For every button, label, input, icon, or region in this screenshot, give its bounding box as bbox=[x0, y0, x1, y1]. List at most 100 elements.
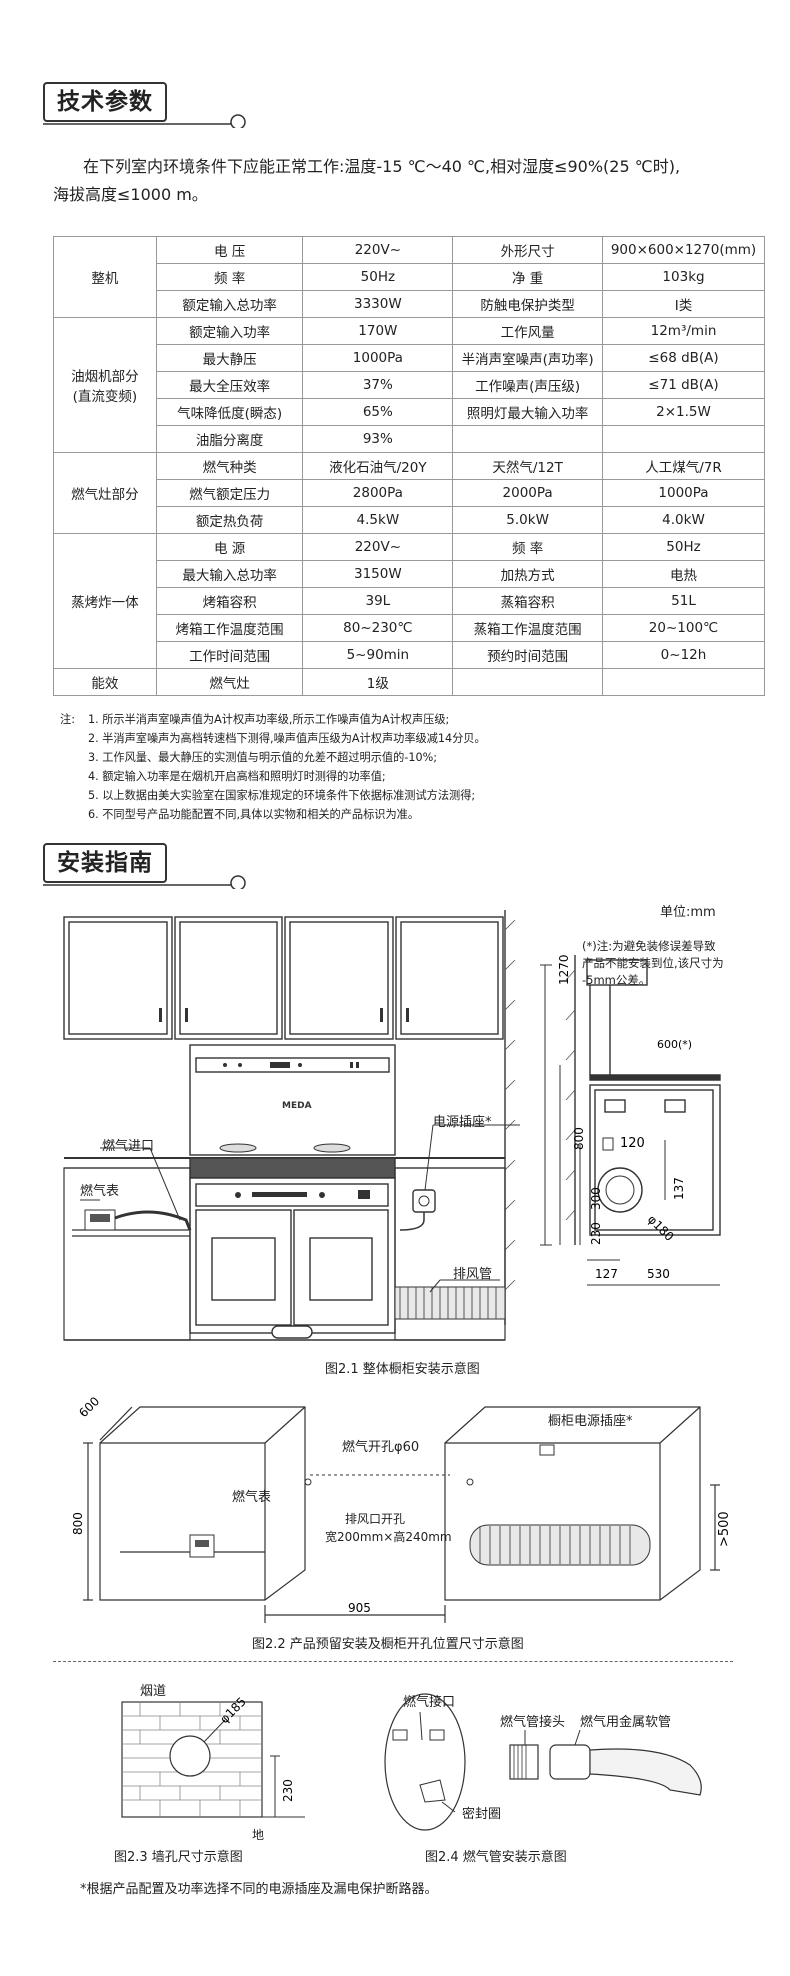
spec-cell: 气味降低度(瞬态) bbox=[155, 398, 304, 426]
figure-caption: 图2.1 整体橱柜安装示意图 bbox=[325, 1362, 480, 1377]
intro-paragraph: 在下列室内环境条件下应能正常工作:温度-15 ℃～40 ℃,相对湿度≤90%(2… bbox=[53, 153, 753, 209]
spec-cell: 2×1.5W bbox=[602, 398, 765, 426]
spec-cell: 2800Pa bbox=[302, 479, 454, 507]
spec-cell: 1000Pa bbox=[602, 479, 765, 507]
gas-port-label: 燃气接口 bbox=[403, 1695, 456, 1710]
spec-cell: 170W bbox=[302, 317, 454, 345]
dim-600: 600 bbox=[76, 1395, 102, 1420]
spec-cell: 电 源 bbox=[155, 533, 304, 561]
spec-cell: 频 率 bbox=[452, 533, 603, 561]
note-item: 5. 以上数据由美大实验室在国家标准规定的环境条件下依据标准测试方法测得; bbox=[88, 789, 476, 802]
dim-530: 530 bbox=[647, 1267, 670, 1281]
spec-cell: 4.5kW bbox=[302, 506, 454, 534]
spec-cell: 油脂分离度 bbox=[155, 425, 304, 453]
spec-group: 整机 bbox=[53, 236, 157, 318]
spec-cell: 蒸箱工作温度范围 bbox=[452, 614, 603, 642]
note-line: (*)注:为避免装修误差导致 bbox=[582, 939, 716, 953]
spec-cell: 天然气/12T bbox=[452, 452, 603, 480]
spec-cell: 电 压 bbox=[155, 236, 304, 264]
figure-caption: 图2.2 产品预留安装及橱柜开孔位置尺寸示意图 bbox=[252, 1637, 524, 1652]
dim-230: 230 bbox=[281, 1779, 295, 1802]
spec-cell: 净 重 bbox=[452, 263, 603, 291]
spec-cell: 93% bbox=[302, 425, 454, 453]
note-item: 3. 工作风量、最大静压的实测值与明示值的允差不超过明示值的-10%; bbox=[88, 751, 437, 764]
spec-cell: 4.0kW bbox=[602, 506, 765, 534]
spec-group: 能效 bbox=[53, 668, 157, 696]
section-title: 安装指南 bbox=[43, 843, 167, 883]
gas-meter-label: 燃气表 bbox=[80, 1184, 120, 1199]
spec-cell: 220V~ bbox=[302, 236, 454, 264]
spec-cell: 工作噪声(声压级) bbox=[452, 371, 603, 399]
exhaust-hole-label: 排风口开孔 bbox=[345, 1512, 406, 1526]
spec-cell: 2000Pa bbox=[452, 479, 603, 507]
spec-cell bbox=[452, 425, 603, 453]
group-label: 能效 bbox=[91, 676, 119, 692]
spec-cell: 加热方式 bbox=[452, 560, 603, 588]
spec-cell: 1000Pa bbox=[302, 344, 454, 372]
metal-hose-label: 燃气用金属软管 bbox=[580, 1715, 672, 1730]
heading-underline bbox=[43, 114, 246, 128]
spec-cell: 燃气种类 bbox=[155, 452, 304, 480]
spec-group: 燃气灶部分 bbox=[53, 452, 157, 534]
spec-cell: 防触电保护类型 bbox=[452, 290, 603, 318]
spec-cell: 蒸箱容积 bbox=[452, 587, 603, 615]
group-label: 整机 bbox=[91, 271, 119, 287]
dim-127: 127 bbox=[595, 1267, 618, 1281]
spec-cell: 5.0kW bbox=[452, 506, 603, 534]
note-line: -5mm公差。 bbox=[582, 973, 651, 987]
spec-cell: 3150W bbox=[302, 560, 454, 588]
section-heading-specs: 技术参数 bbox=[43, 82, 246, 128]
figure-caption: 图2.4 燃气管安装示意图 bbox=[425, 1850, 567, 1865]
dim-500: >500 bbox=[717, 1511, 732, 1547]
spec-cell: 烤箱容积 bbox=[155, 587, 304, 615]
spec-cell: Ⅰ类 bbox=[602, 290, 765, 318]
spec-cell: 燃气额定压力 bbox=[155, 479, 304, 507]
spec-cell: 5~90min bbox=[302, 641, 454, 669]
spec-cell: 3330W bbox=[302, 290, 454, 318]
section-heading-install: 安装指南 bbox=[43, 843, 246, 889]
unit-label: 单位:mm bbox=[660, 905, 716, 920]
dim-800: 800 bbox=[71, 1512, 85, 1535]
spec-cell bbox=[452, 668, 603, 696]
note-item: 6. 不同型号产品功能配置不同,具体以实物和相关的产品标识为准。 bbox=[88, 808, 420, 821]
spec-cell: 额定输入功率 bbox=[155, 317, 304, 345]
dim-300: 300 bbox=[589, 1187, 603, 1210]
divider bbox=[53, 1661, 733, 1662]
dim-905: 905 bbox=[348, 1601, 371, 1615]
flue-label: 烟道 bbox=[140, 1684, 167, 1699]
spec-cell: 工作时间范围 bbox=[155, 641, 304, 669]
spec-cell: 103kg bbox=[602, 263, 765, 291]
spec-cell: 烤箱工作温度范围 bbox=[155, 614, 304, 642]
spec-cell: 照明灯最大输入功率 bbox=[452, 398, 603, 426]
intro-line-1: 在下列室内环境条件下应能正常工作:温度-15 ℃～40 ℃,相对湿度≤90%(2… bbox=[83, 157, 681, 176]
gas-joint-label: 燃气管接头 bbox=[500, 1715, 566, 1730]
figure-caption: 图2.3 墙孔尺寸示意图 bbox=[114, 1850, 243, 1865]
spec-cell bbox=[602, 668, 765, 696]
dim-230: 230 bbox=[589, 1222, 603, 1245]
spec-cell: 80~230℃ bbox=[302, 614, 454, 642]
group-sublabel: (直流变频) bbox=[72, 389, 138, 405]
spec-cell: 900×600×1270(mm) bbox=[602, 236, 765, 264]
spec-cell: 燃气灶 bbox=[155, 668, 304, 696]
spec-cell: 0~12h bbox=[602, 641, 765, 669]
dim-800: 800 bbox=[572, 1127, 586, 1150]
dim-1270: 1270 bbox=[557, 954, 571, 985]
spec-cell: 65% bbox=[302, 398, 454, 426]
spec-cell: 电热 bbox=[602, 560, 765, 588]
note-item: 1. 所示半消声室噪声值为A计权声功率级,所示工作噪声值为A计权声压级; bbox=[88, 713, 450, 726]
note-item: 4. 额定输入功率是在烟机开启高档和照明灯时测得的功率值; bbox=[88, 770, 386, 783]
spec-cell bbox=[602, 425, 765, 453]
spec-cell: ≤68 dB(A) bbox=[602, 344, 765, 372]
